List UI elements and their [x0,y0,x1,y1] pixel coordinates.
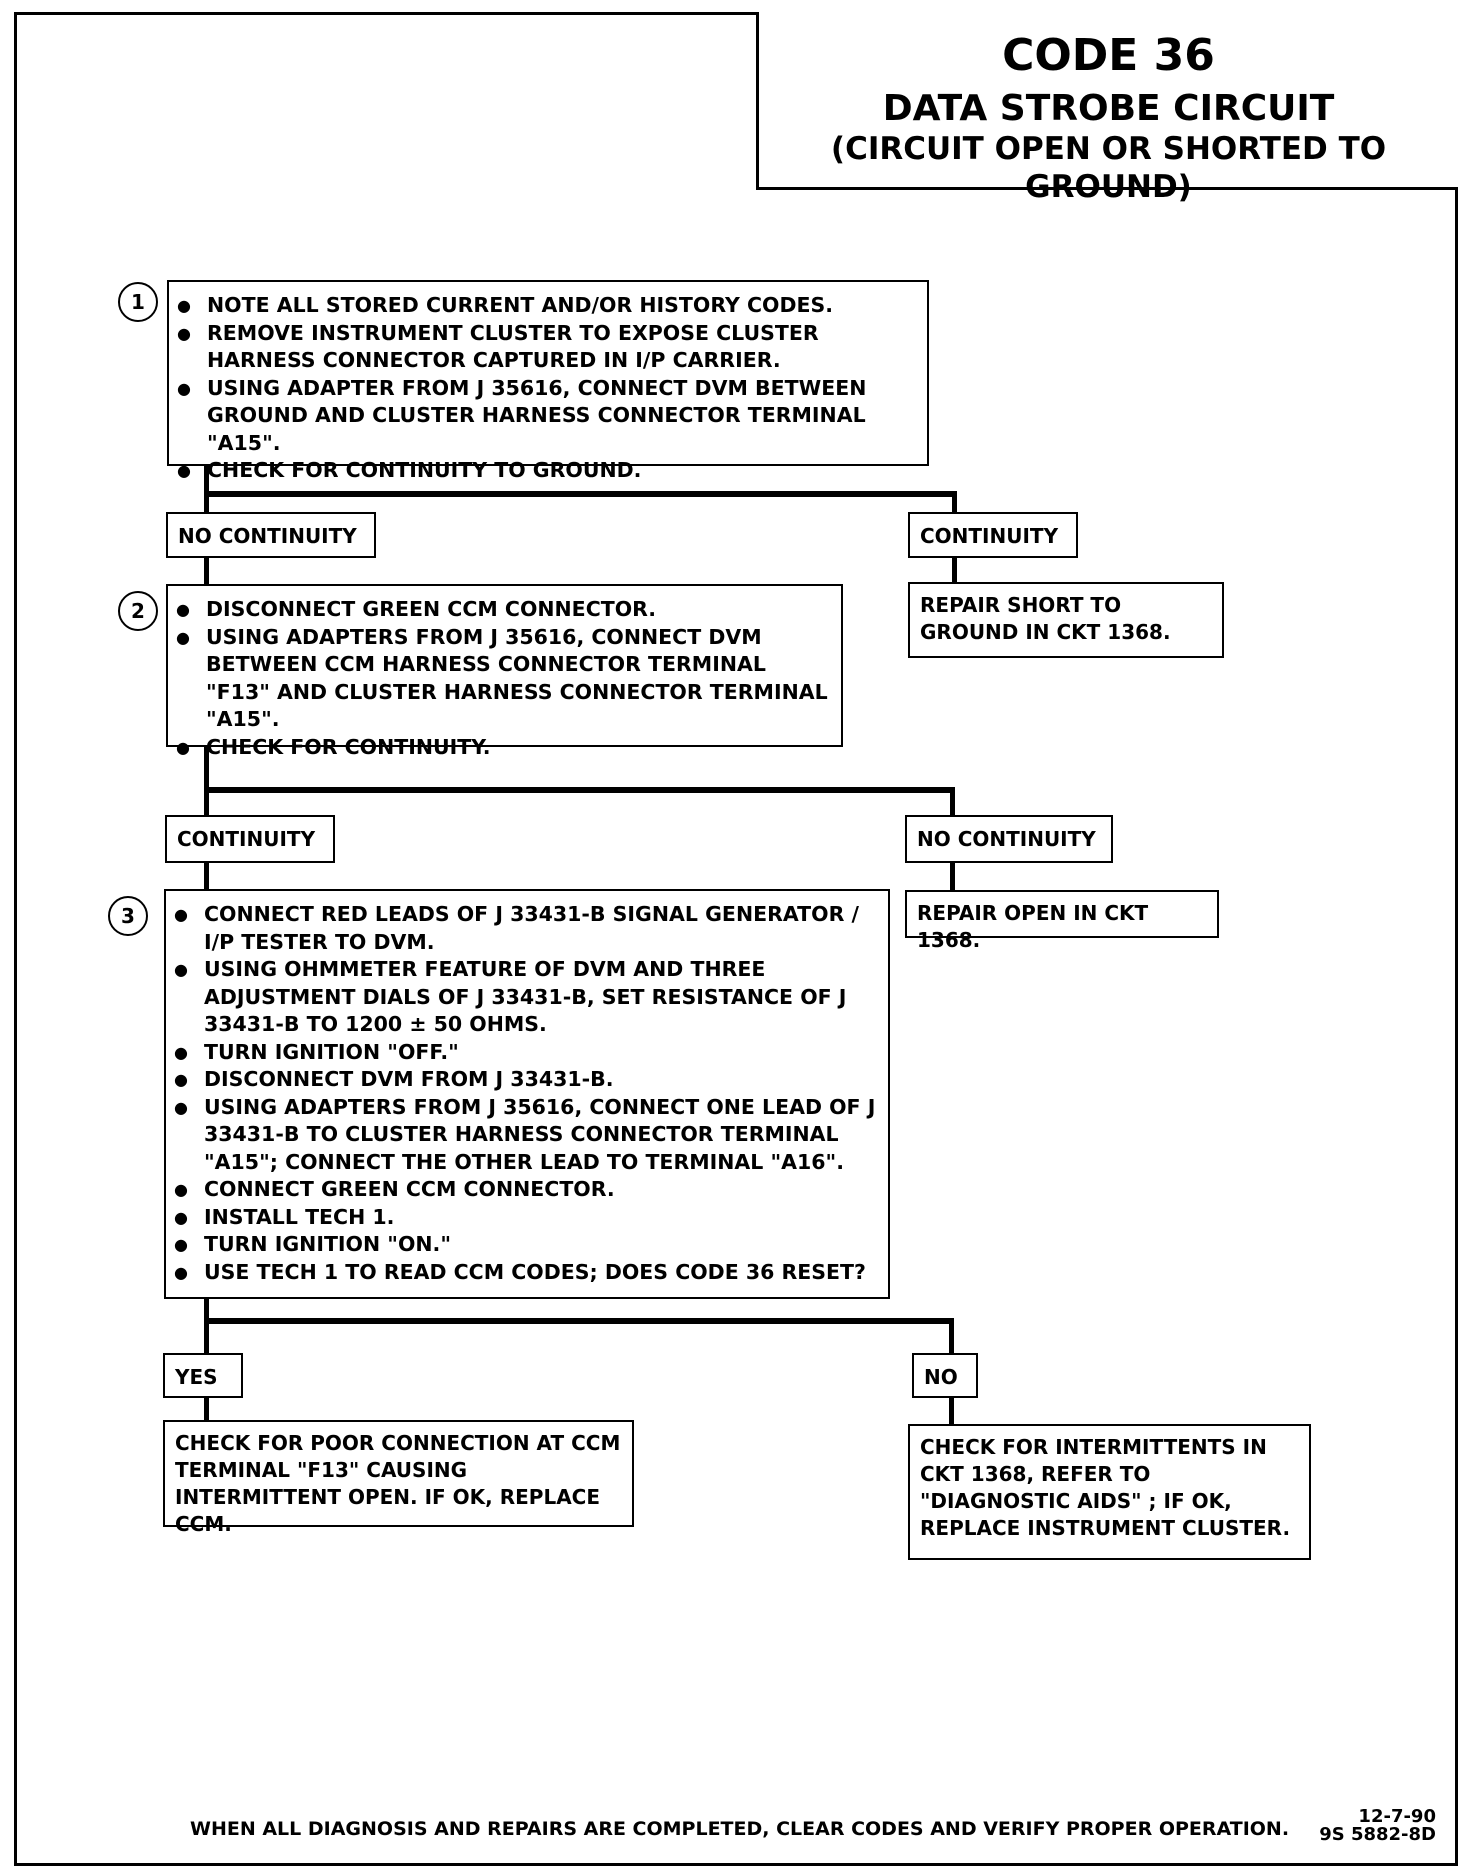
connector-line [204,1318,954,1324]
no-continuity-label: NO CONTINUITY [905,815,1113,863]
footer-note: WHEN ALL DIAGNOSIS AND REPAIRS ARE COMPL… [190,1818,1290,1840]
step-2-item: CHECK FOR CONTINUITY. [168,734,833,762]
step-3-item: USING ADAPTERS FROM J 35616, CONNECT ONE… [166,1094,882,1177]
step-3-item: CONNECT GREEN CCM CONNECTOR. [166,1176,882,1204]
step-1-item: REMOVE INSTRUMENT CLUSTER TO EXPOSE CLUS… [169,320,919,375]
page-frame [14,12,1458,1866]
connector-line [204,556,209,586]
step-1-item: NOTE ALL STORED CURRENT AND/OR HISTORY C… [169,292,919,320]
step-3-box: CONNECT RED LEADS OF J 33431-B SIGNAL GE… [164,889,890,1299]
no-label: NO [912,1353,978,1398]
repair-short-box: REPAIR SHORT TO GROUND IN CKT 1368. [908,582,1224,658]
connector-line [952,556,957,582]
step-3-item: USING OHMMETER FEATURE OF DVM AND THREE … [166,956,882,1039]
step-1-box: NOTE ALL STORED CURRENT AND/OR HISTORY C… [167,280,929,484]
step-3-item: DISCONNECT DVM FROM J 33431-B. [166,1066,882,1094]
continuity-label: CONTINUITY [165,815,335,863]
step-1-marker: 1 [118,282,158,322]
connector-line [950,861,955,891]
connector-line [949,1318,954,1355]
step-3-item: INSTALL TECH 1. [166,1204,882,1232]
step-3-marker: 3 [108,896,148,936]
connector-line [950,787,955,815]
circuit-condition: (CIRCUIT OPEN OR SHORTED TO GROUND) [830,131,1387,205]
step-2-marker: 2 [118,591,158,631]
step-3-item: TURN IGNITION "OFF." [166,1039,882,1067]
connector-line [949,1396,954,1426]
connector-line [204,787,955,793]
step-2-box: DISCONNECT GREEN CCM CONNECTOR. USING AD… [166,584,843,761]
circuit-name: DATA STROBE CIRCUIT [882,88,1335,129]
step-2-item: DISCONNECT GREEN CCM CONNECTOR. [168,596,833,624]
connector-line [204,1297,209,1355]
connector-line [204,861,209,891]
document-reference: 12-7-90 9S 5882-8D [1306,1808,1436,1844]
connector-line [952,491,957,512]
code-title: CODE 36 [1002,30,1215,81]
yes-label: YES [163,1353,243,1398]
yes-result-box: CHECK FOR POOR CONNECTION AT CCM TERMINA… [163,1420,634,1536]
connector-line [204,744,209,815]
document-number: 9S 5882-8D [1319,1824,1436,1845]
step-2-item: USING ADAPTERS FROM J 35616, CONNECT DVM… [168,624,833,734]
title-block: CODE 36 DATA STROBE CIRCUIT (CIRCUIT OPE… [756,12,1458,205]
no-result-box: CHECK FOR INTERMITTENTS IN CKT 1368, REF… [908,1424,1311,1560]
step-3-item: CONNECT RED LEADS OF J 33431-B SIGNAL GE… [166,901,882,956]
continuity-label: CONTINUITY [908,512,1078,558]
repair-open-box: REPAIR OPEN IN CKT 1368. [905,890,1219,952]
connector-line [204,491,957,497]
step-3-item: USE TECH 1 TO READ CCM CODES; DOES CODE … [166,1259,882,1287]
connector-line [204,1396,209,1422]
step-3-item: TURN IGNITION "ON." [166,1231,882,1259]
revision-date: 12-7-90 [1358,1806,1436,1827]
no-continuity-label: NO CONTINUITY [166,512,376,558]
step-1-item: CHECK FOR CONTINUITY TO GROUND. [169,457,919,485]
step-1-item: USING ADAPTER FROM J 35616, CONNECT DVM … [169,375,919,458]
connector-line [204,462,209,512]
